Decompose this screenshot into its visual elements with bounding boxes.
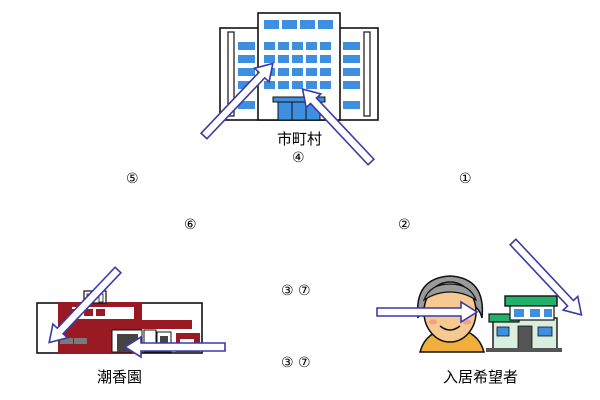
step-3-7-top-label: ③ ⑦ — [281, 283, 311, 299]
facility-label: 潮香園 — [97, 368, 143, 386]
step-1-label: ① — [459, 171, 472, 187]
applicant-label: 入居希望者 — [443, 368, 519, 386]
city-label: 市町村 — [277, 130, 323, 148]
house-icon — [486, 295, 562, 352]
step-5-label: ⑤ — [126, 171, 139, 187]
step-2-label: ② — [398, 217, 411, 233]
step-3-7-bottom-label: ③ ⑦ — [281, 355, 311, 371]
step-4-label: ④ — [292, 150, 305, 166]
city-hall-building-icon — [219, 12, 379, 121]
step-6-label: ⑥ — [184, 217, 197, 233]
